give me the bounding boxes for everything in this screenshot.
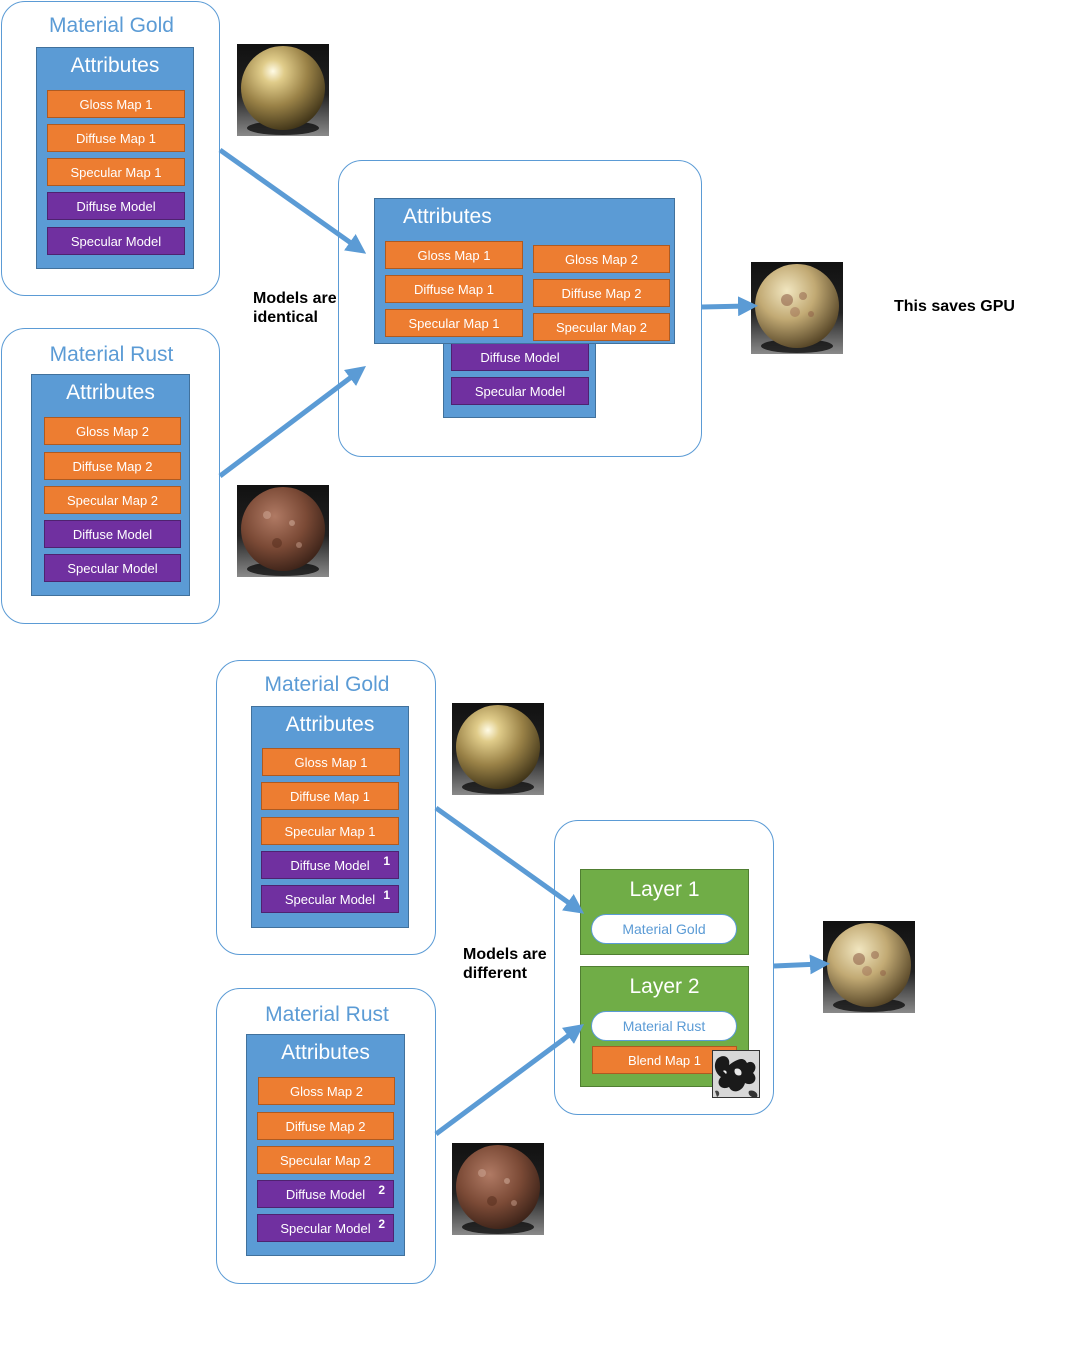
blended-sphere-icon [823, 921, 915, 1013]
specular-model-item: Specular Model [47, 227, 185, 255]
gloss-map-item: Gloss Map 1 [385, 241, 523, 269]
material-title: Material Rust [265, 1003, 389, 1026]
gloss-map-item: Gloss Map 1 [47, 90, 185, 118]
model-badge: 1 [383, 888, 390, 902]
diffuse-map-item: Diffuse Map 1 [385, 275, 523, 303]
rust-sphere-icon [237, 485, 329, 577]
attributes-title: Attributes [281, 1041, 370, 1064]
gloss-map-item: Gloss Map 1 [262, 748, 400, 776]
specular-model-item: Specular Model 2 [257, 1214, 394, 1242]
note-line: Models are [463, 946, 547, 963]
diffuse-map-item: Diffuse Map 2 [257, 1112, 394, 1140]
material-gold-card: Material Gold Attributes Gloss Map 1 Dif… [216, 660, 436, 955]
attributes-title: Attributes [70, 54, 160, 77]
diffuse-map-item: Diffuse Map 1 [261, 782, 399, 810]
models-different-note: Models are different [463, 945, 563, 983]
specular-model-item: Specular Model [451, 377, 589, 405]
specular-model-item: Specular Model 1 [261, 885, 399, 913]
note-line: Models are [253, 290, 337, 307]
material-title: Material Gold [49, 14, 174, 37]
material-gold-card: Material Gold Attributes Gloss Map 1 Dif… [1, 1, 220, 296]
gold-sphere-icon [237, 44, 329, 136]
material-rust-ref: Material Rust [591, 1011, 737, 1041]
diffuse-model-item: Diffuse Model 1 [261, 851, 399, 879]
material-title: Material Gold [264, 673, 390, 696]
attributes-panel: Attributes Gloss Map 2 Diffuse Map 2 Spe… [31, 374, 190, 596]
models-panel: Diffuse Model Specular Model [443, 339, 596, 418]
specular-model-item: Specular Model [44, 554, 181, 582]
blended-sphere-icon [751, 262, 843, 354]
item-label: Specular Model [280, 1220, 371, 1236]
merged-material-card: Diffuse Model Specular Model Attributes … [338, 160, 702, 457]
item-label: Diffuse Model [285, 1186, 366, 1202]
specular-map-item: Specular Map 2 [44, 486, 181, 514]
rust-sphere-icon [452, 1143, 544, 1235]
attributes-panel: Attributes Gloss Map 1 Diffuse Map 1 Spe… [374, 198, 675, 344]
model-badge: 2 [378, 1183, 385, 1197]
note-line: different [463, 965, 527, 982]
diffuse-model-item: Diffuse Model [44, 520, 181, 548]
attributes-title: Attributes [285, 713, 375, 736]
specular-map-item: Specular Map 1 [261, 817, 399, 845]
material-rust-card: Material Rust Attributes Gloss Map 2 Dif… [216, 988, 436, 1284]
blend-noise-icon [712, 1050, 760, 1098]
specular-map-item: Specular Map 2 [257, 1146, 394, 1174]
specular-map-item: Specular Map 2 [533, 313, 670, 341]
material-rust-card: Material Rust Attributes Gloss Map 2 Dif… [1, 328, 220, 624]
attributes-title: Attributes [403, 205, 492, 228]
layered-material-card: Layer 1 Material Gold Layer 2 Material R… [554, 820, 774, 1115]
attributes-title: Attributes [66, 381, 155, 404]
arrow-icon [773, 954, 830, 975]
diffuse-model-item: Diffuse Model [451, 343, 589, 371]
gloss-map-item: Gloss Map 2 [44, 417, 181, 445]
item-label: Diffuse Model [290, 857, 370, 873]
models-identical-note: Models are identical [253, 289, 353, 327]
item-label: Specular Model [284, 891, 376, 907]
diffuse-model-item: Diffuse Model [47, 192, 185, 220]
saves-gpu-note: This saves GPU [894, 298, 1015, 315]
diffuse-map-item: Diffuse Map 1 [47, 124, 185, 152]
attributes-panel: Attributes Gloss Map 1 Diffuse Map 1 Spe… [251, 706, 409, 928]
model-badge: 1 [383, 854, 390, 868]
gold-sphere-icon [452, 703, 544, 795]
gloss-map-item: Gloss Map 2 [533, 245, 670, 273]
gloss-map-item: Gloss Map 2 [258, 1077, 395, 1105]
specular-map-item: Specular Map 1 [47, 158, 185, 186]
diffuse-model-item: Diffuse Model 2 [257, 1180, 394, 1208]
layer-1-panel: Layer 1 Material Gold [580, 869, 749, 955]
attributes-panel: Attributes Gloss Map 2 Diffuse Map 2 Spe… [246, 1034, 405, 1256]
layer-title: Layer 2 [629, 975, 700, 998]
material-gold-ref: Material Gold [591, 914, 737, 944]
layer-title: Layer 1 [629, 878, 700, 901]
specular-map-item: Specular Map 1 [385, 309, 523, 337]
arrow-icon [701, 296, 758, 317]
material-title: Material Rust [49, 343, 174, 366]
diffuse-map-item: Diffuse Map 2 [44, 452, 181, 480]
note-line: identical [253, 309, 318, 326]
diffuse-map-item: Diffuse Map 2 [533, 279, 670, 307]
model-badge: 2 [378, 1217, 385, 1231]
attributes-panel: Attributes Gloss Map 1 Diffuse Map 1 Spe… [36, 47, 194, 269]
